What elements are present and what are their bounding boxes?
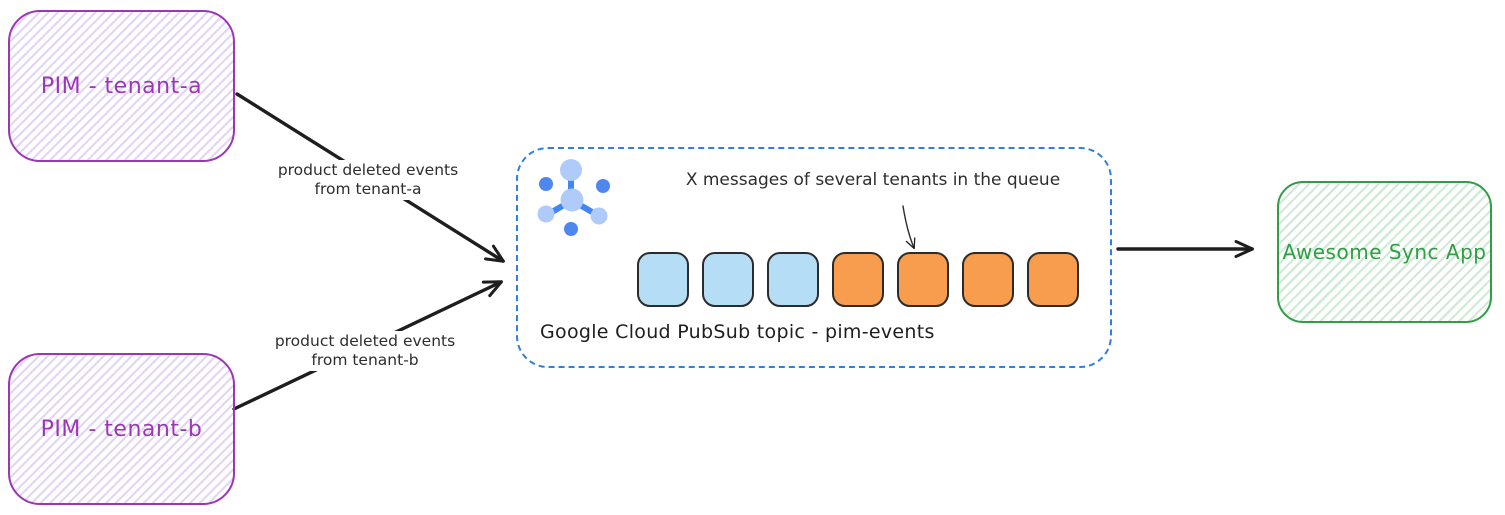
- edge-label-tenant-b: product deleted events from tenant-b: [263, 331, 467, 371]
- sync-app-label: Awesome Sync App: [1282, 240, 1487, 264]
- pim-tenant-a-label: PIM - tenant-a: [40, 73, 203, 99]
- pubsub-topic-label: Google Cloud PubSub topic - pim-events: [540, 321, 935, 343]
- edge-label-tenant-a-line2: from tenant-a: [314, 180, 422, 198]
- pubsub-icon: [537, 159, 610, 236]
- node-pubsub-topic: X messages of several tenants in the que…: [516, 147, 1112, 368]
- node-pim-tenant-b: PIM - tenant-b: [8, 353, 235, 505]
- queue-message-2-blue: [702, 252, 754, 307]
- pim-tenant-b-label: PIM - tenant-b: [40, 416, 203, 442]
- edge-label-tenant-b-line1: product deleted events: [274, 332, 456, 350]
- queue-message-1-blue: [637, 252, 689, 307]
- node-pim-tenant-a: PIM - tenant-a: [8, 10, 235, 162]
- edge-label-tenant-b-line2: from tenant-b: [311, 351, 419, 369]
- queue-message-5-orange: [897, 252, 949, 307]
- edge-label-tenant-a: product deleted events from tenant-a: [266, 160, 470, 200]
- queue-row: [637, 252, 1079, 307]
- queue-message-6-orange: [962, 252, 1014, 307]
- queue-annotation: X messages of several tenants in the que…: [685, 170, 1061, 190]
- arrow-annotation-pointer: [902, 205, 916, 250]
- queue-message-7-orange: [1027, 252, 1079, 307]
- queue-message-3-blue: [767, 252, 819, 307]
- queue-message-4-orange: [832, 252, 884, 307]
- edge-label-tenant-a-line1: product deleted events: [277, 161, 459, 179]
- node-awesome-sync-app: Awesome Sync App: [1277, 181, 1492, 323]
